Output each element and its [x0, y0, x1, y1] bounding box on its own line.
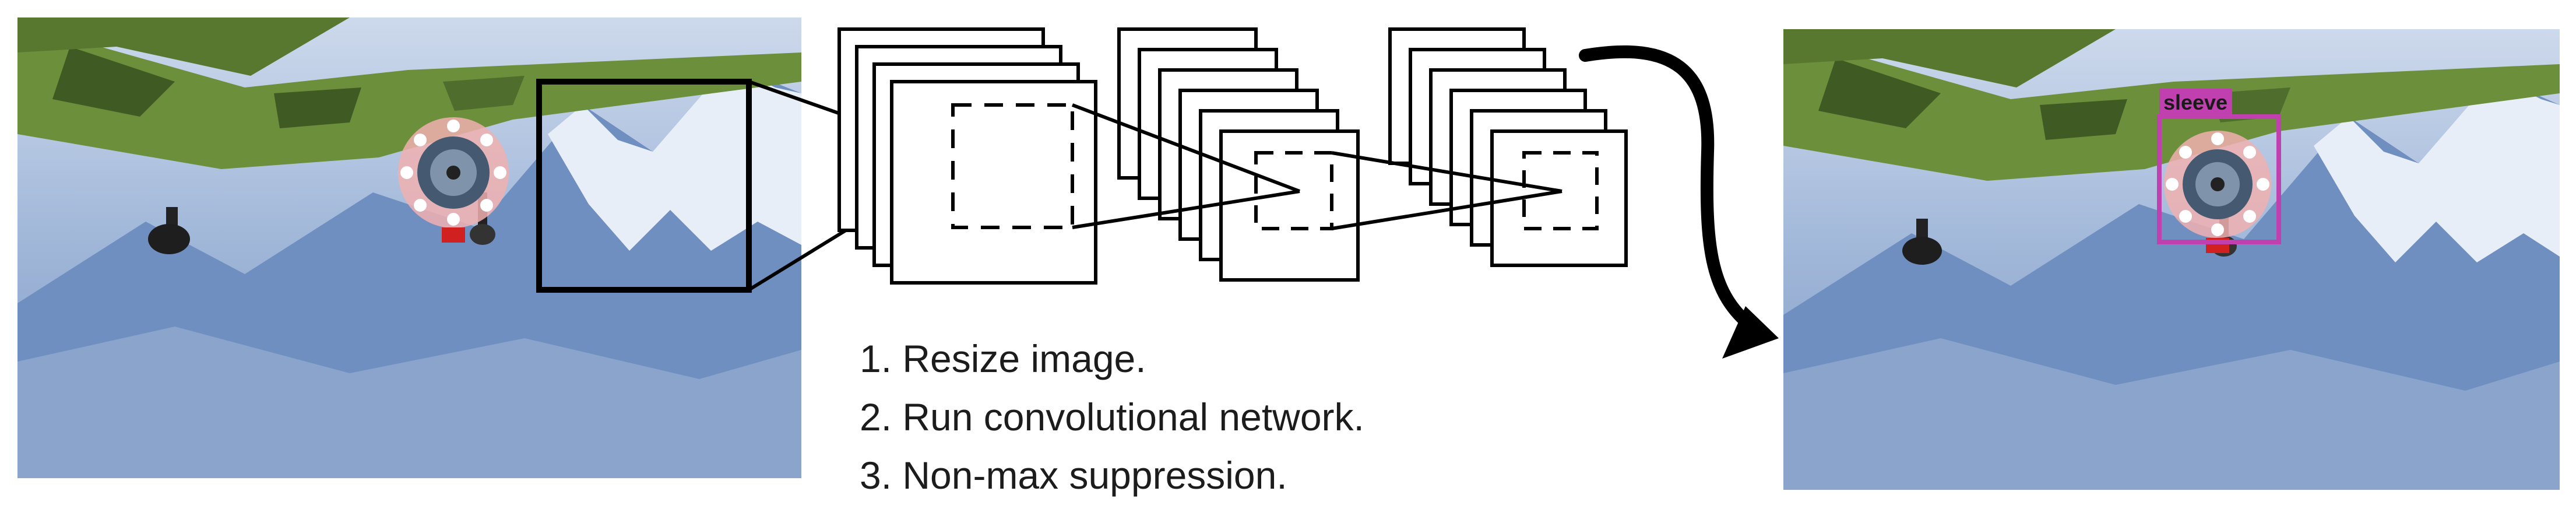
receptive-field-3 [1522, 151, 1599, 230]
crop-box [536, 79, 752, 293]
cnn-layer-stack-2 [1117, 27, 1360, 282]
step-text: Resize image. [902, 337, 1146, 380]
step-text: Non-max suppression. [902, 454, 1287, 497]
step-nms: 3. Non-max suppression. [860, 446, 1364, 504]
receptive-field-2 [1254, 151, 1333, 230]
arrow-head-icon [1722, 306, 1779, 359]
step-resize: 1. Resize image. [860, 329, 1364, 388]
detection-label-bg [2159, 89, 2232, 117]
detection-label: sleeve [2163, 90, 2227, 114]
cnn-layer-stack-1 [837, 27, 1097, 285]
receptive-field-1 [951, 103, 1074, 229]
step-number: 3. [860, 454, 892, 497]
input-image [17, 17, 801, 478]
pipeline-steps: 1. Resize image. 2. Run convolutional ne… [860, 329, 1364, 504]
step-number: 1. [860, 337, 892, 380]
output-image: sleeve [1783, 29, 2560, 490]
curved-arrow-icon [1579, 45, 1755, 330]
step-run-network: 2. Run convolutional network. [860, 388, 1364, 446]
step-number: 2. [860, 395, 892, 439]
step-text: Run convolutional network. [902, 395, 1364, 439]
